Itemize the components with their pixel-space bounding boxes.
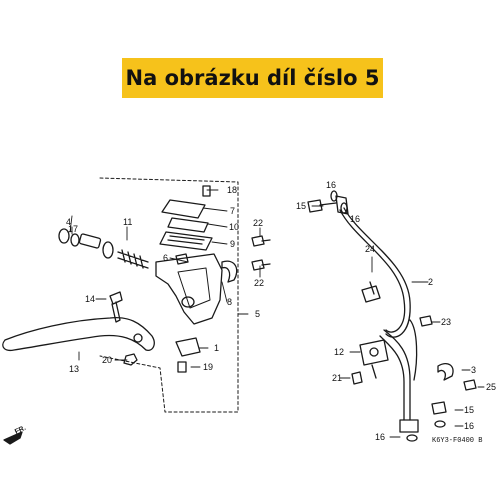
bolt-22-lower	[251, 259, 271, 271]
part-label-7: 7	[230, 206, 235, 216]
part-label-17: 17	[68, 224, 78, 234]
cap-6	[175, 253, 189, 265]
pivot-bolt	[109, 291, 123, 323]
leader-lines	[69, 189, 485, 438]
part-label-1: 1	[214, 343, 219, 353]
part-label-16-top-b: 16	[350, 214, 360, 224]
master-cylinder-body	[155, 253, 223, 325]
part-label-6: 6	[163, 253, 168, 263]
part-label-25: 25	[486, 382, 496, 392]
part-label-15-bottom: 15	[464, 405, 474, 415]
pivot-nut	[123, 353, 138, 366]
part-label-5: 5	[255, 309, 260, 319]
bolt-21	[351, 371, 363, 385]
washer-bottom-b	[406, 434, 418, 442]
banjo-fitting-top	[335, 195, 349, 215]
part-label-16-bottom-a: 16	[464, 421, 474, 431]
bolt-23	[419, 315, 433, 327]
part-label-10: 10	[229, 222, 239, 232]
piston-set	[58, 228, 149, 269]
clamp-3	[437, 362, 454, 381]
part-label-20: 20	[102, 355, 112, 365]
part-label-3: 3	[471, 365, 476, 375]
banjo-fitting-bottom	[399, 419, 419, 433]
part-label-8: 8	[227, 297, 232, 307]
part-label-2: 2	[428, 277, 433, 287]
part-label-11: 11	[123, 217, 132, 227]
banjo-bolt-bottom	[431, 401, 447, 415]
handlebar-clamp	[221, 260, 238, 283]
reservoir-cap-stack	[159, 185, 213, 251]
part-label-23: 23	[441, 317, 451, 327]
lever-pivot	[133, 333, 143, 343]
washer-bottom-a	[434, 420, 446, 428]
part-label-18: 18	[227, 185, 237, 195]
brake-switch	[175, 337, 201, 357]
part-label-12: 12	[334, 347, 344, 357]
part-label-16-top-a: 16	[326, 180, 336, 190]
three-way-joint	[359, 339, 389, 379]
part-label-22-upper: 22	[253, 218, 263, 228]
front-direction-label: FR.	[14, 425, 27, 436]
banjo-bolt-top	[307, 199, 337, 213]
assembly-outline	[99, 177, 239, 413]
part-label-19: 19	[203, 362, 213, 372]
front-direction-arrow	[3, 431, 23, 445]
part-label-14: 14	[85, 294, 95, 304]
part-label-13: 13	[69, 364, 79, 374]
bolt-25	[463, 379, 477, 391]
title-text: Na obrázku díl číslo 5	[125, 66, 380, 90]
title-banner: Na obrázku díl číslo 5	[122, 58, 383, 98]
diagram-code: K6Y3-F0400 B	[432, 437, 482, 445]
bolt-22-upper	[251, 235, 271, 247]
part-label-22-lower: 22	[254, 278, 264, 288]
part-label-16-bottom-b: 16	[375, 432, 385, 442]
part-labels: 18 7 10 9 8 6 11 4 17 22 22 5 14 1 19 20…	[66, 180, 496, 442]
lower-hose	[383, 329, 411, 421]
part-label-15-top: 15	[296, 201, 306, 211]
part-label-24: 24	[365, 244, 375, 254]
part-label-21: 21	[332, 373, 342, 383]
hose-guide	[361, 281, 381, 303]
brake-lever	[2, 316, 155, 352]
switch-screw	[177, 361, 187, 373]
part-label-9: 9	[230, 239, 235, 249]
part-label-4: 4	[66, 217, 71, 227]
brake-hose	[339, 209, 406, 333]
